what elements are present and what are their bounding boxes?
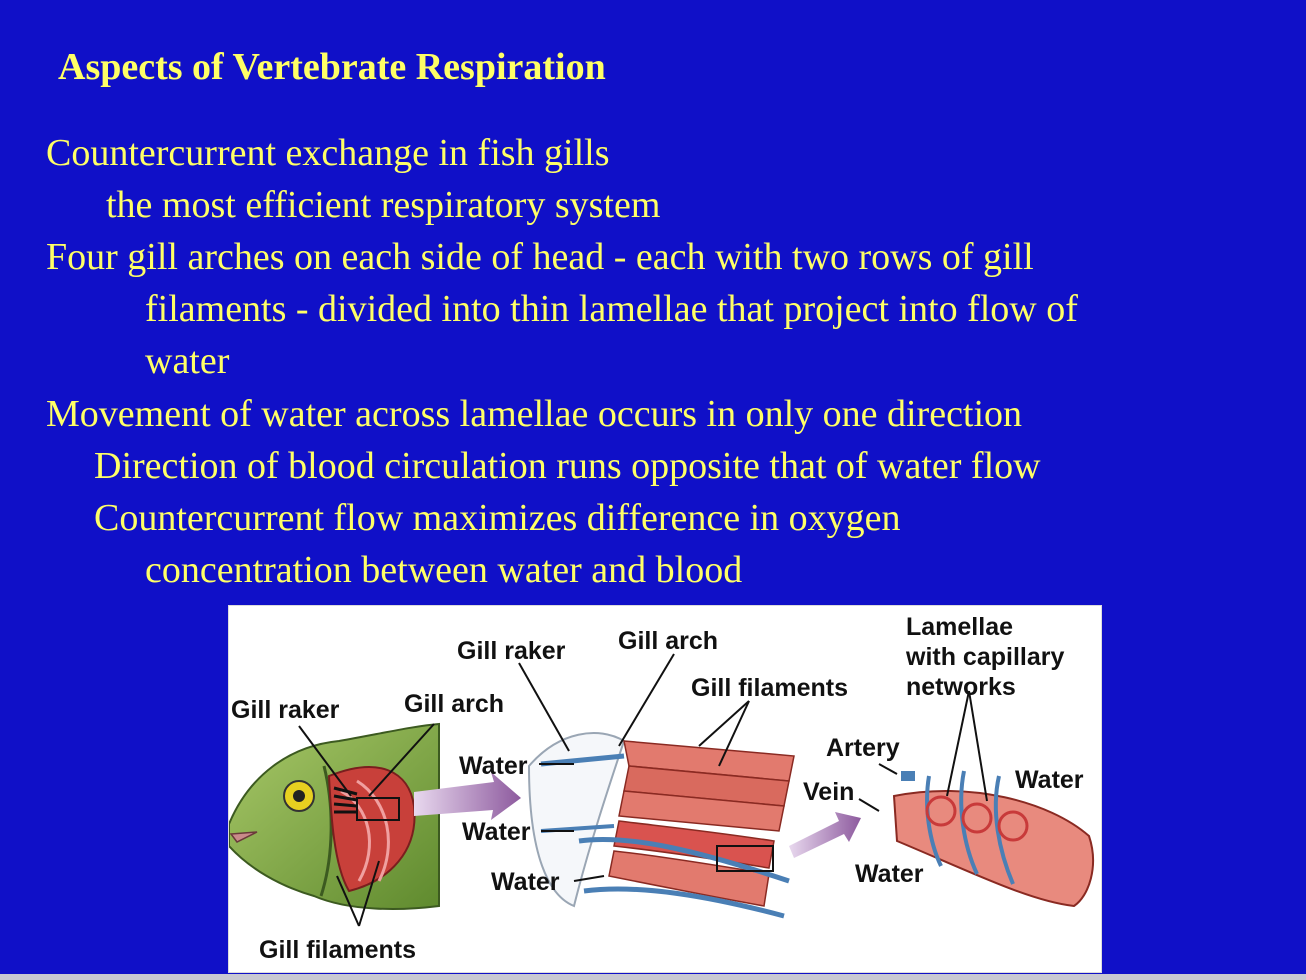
label-gill-arch-left: Gill arch	[404, 690, 505, 718]
slide-title: Aspects of Vertebrate Respiration	[58, 46, 606, 88]
label-water-bottom-right: Water	[855, 860, 924, 888]
label-vein: Vein	[803, 778, 855, 806]
bullet-line-4: filaments - divided into thin lamellae t…	[145, 288, 1078, 330]
label-lamellae-3: networks	[906, 673, 1016, 701]
label-gill-filaments-bottom: Gill filaments	[259, 936, 416, 964]
bullet-line-8: Countercurrent flow maximizes difference…	[94, 497, 901, 539]
zoom-arrow-1	[414, 772, 521, 820]
bullet-line-6: Movement of water across lamellae occurs…	[46, 393, 1023, 435]
bullet-line-1: Countercurrent exchange in fish gills	[46, 132, 610, 174]
bullet-line-3: Four gill arches on each side of head - …	[46, 236, 1034, 278]
leader-lines	[298, 653, 988, 927]
label-water-3: Water	[491, 868, 560, 896]
label-gill-raker-left: Gill raker	[231, 696, 340, 724]
gill-illustration	[229, 653, 1095, 927]
bullet-line-9: concentration between water and blood	[145, 549, 743, 591]
zoom-arrow-2	[789, 812, 861, 858]
label-gill-filaments-mid: Gill filaments	[691, 674, 848, 702]
label-lamellae-2: with capillary	[906, 643, 1065, 671]
fish-head	[229, 722, 440, 910]
gill-arch-detail	[527, 732, 795, 919]
bullet-line-5: water	[145, 340, 230, 382]
gill-diagram: Gill raker Gill arch Gill filaments Gill…	[228, 605, 1102, 973]
label-gill-raker-mid: Gill raker	[457, 637, 566, 665]
bullet-line-2: the most efficient respiratory system	[106, 184, 661, 226]
label-artery: Artery	[826, 734, 900, 762]
label-gill-arch-mid: Gill arch	[618, 627, 719, 655]
label-water-right: Water	[1015, 766, 1084, 794]
label-water-2: Water	[462, 818, 531, 846]
bullet-line-7: Direction of blood circulation runs oppo…	[94, 445, 1041, 487]
label-water-1: Water	[459, 752, 528, 780]
bottom-strip	[0, 974, 1306, 980]
lamellae-filament	[892, 770, 1095, 908]
label-lamellae-1: Lamellae	[906, 613, 1014, 641]
